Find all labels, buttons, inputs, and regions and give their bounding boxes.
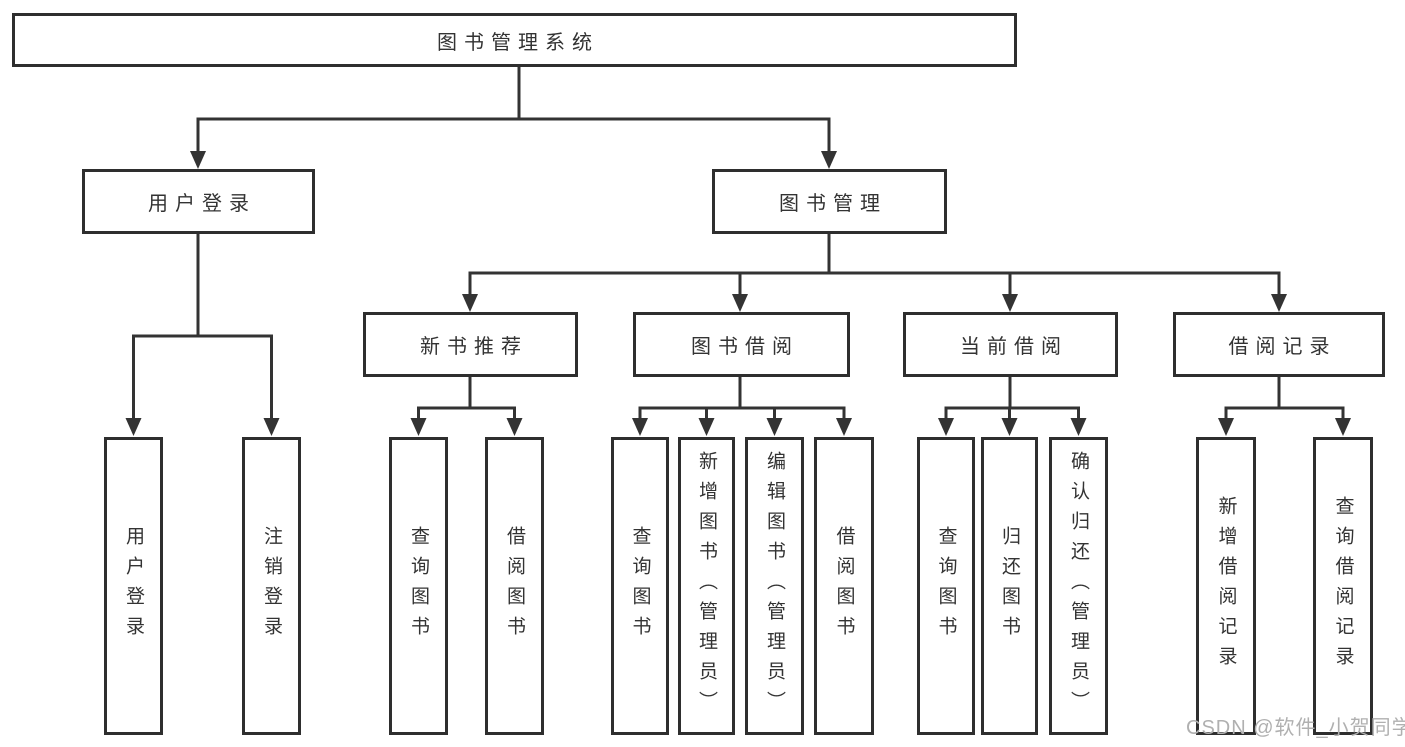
connector-book-mgmt-to-level3 xyxy=(462,232,1287,312)
node-book-management: 图书管理 xyxy=(712,169,947,234)
arrow-down-icon xyxy=(836,418,852,436)
arrow-down-icon xyxy=(125,418,142,436)
arrow-down-icon xyxy=(462,294,478,312)
arrow-down-icon xyxy=(766,418,783,436)
node-leaf-query-book-1: 查询图书 xyxy=(389,437,448,735)
connector-user-login-children xyxy=(125,232,280,436)
arrow-down-icon xyxy=(263,418,280,436)
arrow-down-icon xyxy=(1335,418,1351,436)
node-leaf-logout: 注销登录 xyxy=(242,437,301,735)
arrow-down-icon xyxy=(1002,294,1018,312)
arrow-down-icon xyxy=(410,418,427,436)
connector-current-borrow-children xyxy=(938,375,1087,436)
node-leaf-return-book: 归还图书 xyxy=(981,437,1038,735)
arrow-down-icon xyxy=(1218,418,1234,436)
node-root-title: 图书管理系统 xyxy=(12,13,1017,67)
arrow-down-icon xyxy=(190,151,206,169)
node-leaf-add-borrow-record: 新增借阅记录 xyxy=(1196,437,1256,735)
arrow-down-icon xyxy=(821,151,837,169)
arrow-down-icon xyxy=(1070,418,1087,436)
arrow-down-icon xyxy=(698,418,715,436)
node-leaf-borrow-book-1: 借阅图书 xyxy=(485,437,544,735)
connector-new-book-children xyxy=(410,375,523,436)
node-leaf-query-book-3: 查询图书 xyxy=(917,437,975,735)
arrow-down-icon xyxy=(506,418,523,436)
node-leaf-add-book-admin: 新增图书（管理员） xyxy=(678,437,735,735)
connector-borrowing-children xyxy=(632,375,852,436)
node-new-book-recommend: 新书推荐 xyxy=(363,312,578,377)
arrow-down-icon xyxy=(632,418,648,436)
node-user-login: 用户登录 xyxy=(82,169,315,234)
arrow-down-icon xyxy=(1271,294,1287,312)
node-leaf-query-borrow-record: 查询借阅记录 xyxy=(1313,437,1373,735)
node-leaf-query-book-2: 查询图书 xyxy=(611,437,669,735)
arrow-down-icon xyxy=(1001,418,1018,436)
node-leaf-edit-book-admin: 编辑图书（管理员） xyxy=(745,437,804,735)
connector-root-to-level2 xyxy=(190,65,837,169)
node-leaf-user-login: 用户登录 xyxy=(104,437,163,735)
node-leaf-confirm-return-admin: 确认归还（管理员） xyxy=(1049,437,1108,735)
csdn-watermark: CSDN @软件_小贺同学 xyxy=(1186,717,1405,739)
node-borrow-records: 借阅记录 xyxy=(1173,312,1385,377)
node-book-borrowing: 图书借阅 xyxy=(633,312,850,377)
node-leaf-borrow-book-2: 借阅图书 xyxy=(814,437,874,735)
arrow-down-icon xyxy=(732,294,748,312)
node-current-borrowing: 当前借阅 xyxy=(903,312,1118,377)
arrow-down-icon xyxy=(938,418,954,436)
connector-records-children xyxy=(1218,375,1351,436)
